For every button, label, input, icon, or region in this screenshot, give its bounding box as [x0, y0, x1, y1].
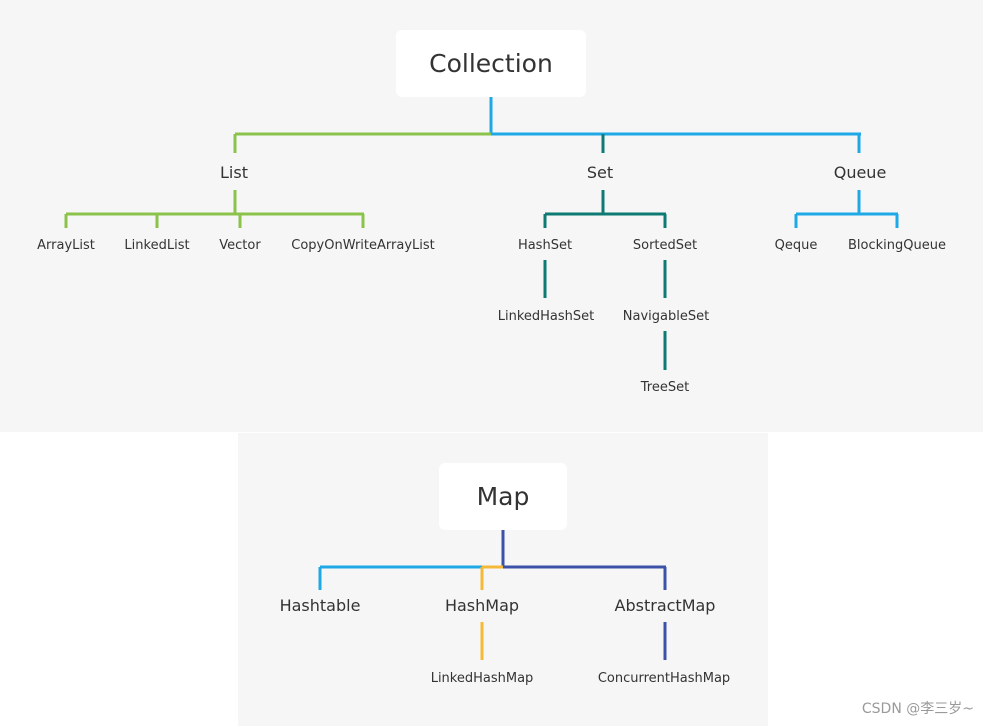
concurrenthashmap-node: ConcurrentHashMap [597, 671, 731, 686]
copyonwritearraylist-node: CopyOnWriteArrayList [291, 238, 435, 253]
hashset-node: HashSet [517, 238, 573, 253]
treeset-node: TreeSet [640, 380, 690, 395]
qeque-node: Qeque [774, 238, 818, 253]
map-node: Map [439, 463, 567, 530]
set-node: Set [586, 163, 614, 182]
sortedset-node: SortedSet [632, 238, 698, 253]
collection-node: Collection [396, 30, 586, 97]
linkedhashset-node: LinkedHashSet [497, 309, 595, 324]
linkedlist-node: LinkedList [124, 238, 190, 253]
list-node: List [220, 163, 248, 182]
blockingqueue-node: BlockingQueue [848, 238, 946, 253]
watermark: CSDN @李三岁~ [861, 701, 974, 717]
vector-node: Vector [219, 238, 261, 253]
linkedhashmap-node: LinkedHashMap [430, 671, 534, 686]
queue-node: Queue [833, 163, 887, 182]
hashmap-node: HashMap [444, 596, 520, 615]
arraylist-node: ArrayList [37, 238, 95, 253]
navigableset-node: NavigableSet [622, 309, 710, 324]
abstractmap-node: AbstractMap [614, 596, 716, 615]
hashtable-node: Hashtable [279, 596, 361, 615]
